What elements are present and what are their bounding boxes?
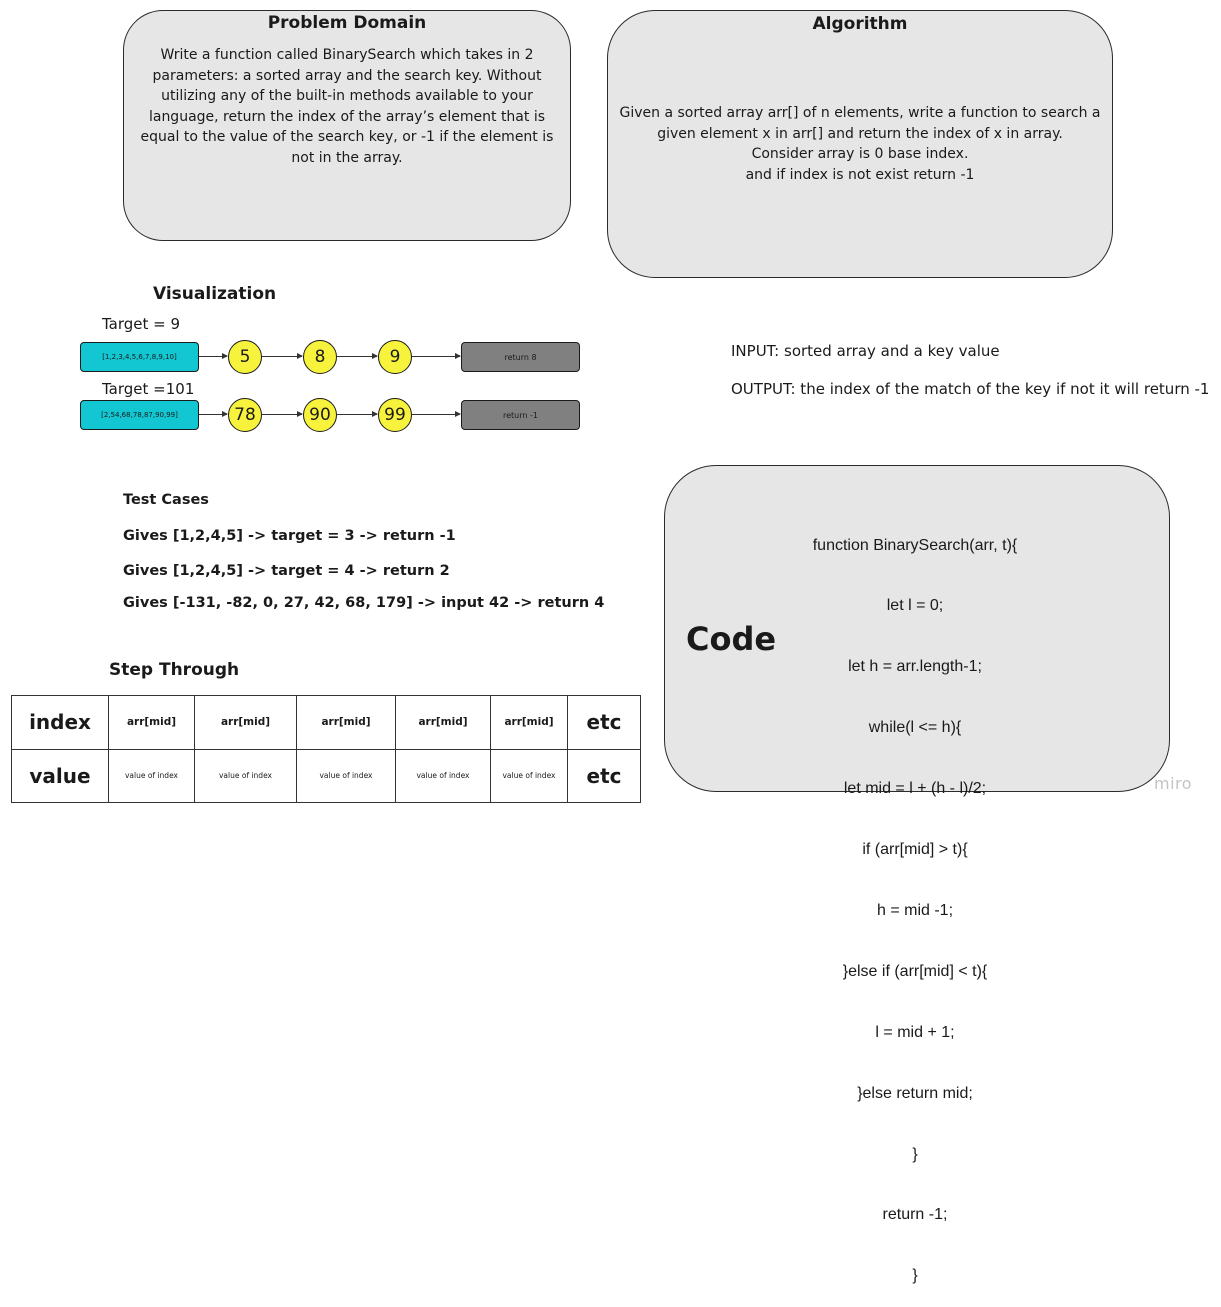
table-cell: index	[11, 695, 109, 750]
code-line: }	[912, 1145, 918, 1163]
flow-arrow	[262, 411, 303, 417]
input-description: INPUT: sorted array and a key value	[731, 342, 1000, 360]
result-box: return 8	[461, 342, 580, 372]
flow-arrow	[199, 353, 228, 359]
problem-domain-line: equal to the value of the search key, or…	[140, 129, 554, 145]
problem-domain-card: Problem Domain Write a function called B…	[123, 10, 571, 241]
output-description: OUTPUT: the index of the match of the ke…	[731, 380, 1210, 398]
flow-arrow	[412, 411, 461, 417]
algorithm-card: Algorithm Given a sorted array arr[] of …	[607, 10, 1113, 278]
mid-node: 78	[228, 398, 262, 432]
step-through-table: index arr[mid] arr[mid] arr[mid] arr[mid…	[11, 695, 641, 803]
mid-node: 99	[378, 398, 412, 432]
code-card	[664, 465, 1170, 792]
flow-arrow	[262, 353, 303, 359]
code-line: }else if (arr[mid] < t){	[842, 962, 988, 980]
flow-arrow	[337, 353, 378, 359]
code-line: if (arr[mid] > t){	[862, 841, 968, 859]
problem-domain-line: Write a function called BinarySearch whi…	[160, 47, 534, 63]
code-line: l = mid + 1;	[875, 1023, 955, 1041]
code-line: let l = 0;	[886, 597, 944, 615]
table-cell: value of index	[296, 748, 396, 803]
test-case-item: Gives [1,2,4,5] -> target = 4 -> return …	[123, 563, 450, 579]
table-cell: arr[mid]	[108, 695, 195, 750]
mid-node: 5	[228, 340, 262, 374]
problem-domain-line: utilizing any of the built-in methods av…	[161, 88, 533, 104]
test-case-item: Gives [-131, -82, 0, 27, 42, 68, 179] ->…	[123, 595, 605, 611]
problem-domain-line: parameters: a sorted array and the searc…	[152, 67, 542, 84]
table-cell: arr[mid]	[490, 695, 568, 750]
algorithm-line: given element x in arr[] and return the …	[657, 125, 1063, 142]
code-line: let mid = l + (h - l)/2;	[843, 780, 987, 798]
code-line: let h = arr.length-1;	[848, 658, 982, 676]
table-cell: arr[mid]	[194, 695, 297, 750]
algorithm-line: and if index is not exist return -1	[745, 166, 975, 183]
algorithm-line: Given a sorted array arr[] of n elements…	[619, 105, 1101, 121]
test-case-item: Gives [1,2,4,5] -> target = 3 -> return …	[123, 528, 456, 544]
array-box: [2,54,68,78,87,90,99]	[80, 400, 199, 430]
table-cell: arr[mid]	[296, 695, 396, 750]
code-line: }	[912, 1267, 918, 1285]
problem-domain-line: not in the array.	[291, 149, 403, 166]
step-through-title: Step Through	[109, 660, 240, 680]
flow-arrow	[337, 411, 378, 417]
flow-arrow	[199, 411, 228, 417]
mid-node: 8	[303, 340, 337, 374]
algorithm-line: Consider array is 0 base index.	[751, 146, 969, 162]
code-line: return -1;	[882, 1206, 948, 1224]
test-cases-title: Test Cases	[123, 492, 209, 508]
algorithm-title: Algorithm	[812, 14, 908, 34]
miro-watermark: miro	[1154, 774, 1193, 793]
result-box: return -1	[461, 400, 580, 430]
mid-node: 9	[378, 340, 412, 374]
visualization-title: Visualization	[153, 284, 277, 304]
table-cell: arr[mid]	[395, 695, 491, 750]
table-cell: value	[11, 748, 109, 803]
target-label: Target =101	[102, 380, 195, 398]
target-label: Target = 9	[102, 315, 181, 333]
code-line: while(l <= h){	[868, 719, 962, 737]
flow-arrow	[412, 353, 461, 359]
mid-node: 90	[303, 398, 337, 432]
table-cell: value of index	[395, 748, 491, 803]
problem-domain-line: language, return the index of the array’…	[148, 108, 546, 125]
code-label: Code	[686, 620, 777, 658]
code-line: }else return mid;	[857, 1084, 973, 1102]
table-cell: value of index	[194, 748, 297, 803]
code-line: h = mid -1;	[876, 901, 954, 919]
code-line: function BinarySearch(arr, t){	[812, 536, 1018, 554]
table-row: value value of index value of index valu…	[11, 748, 641, 803]
table-cell: etc	[567, 695, 641, 750]
table-row: index arr[mid] arr[mid] arr[mid] arr[mid…	[11, 695, 641, 750]
table-cell: etc	[567, 748, 641, 803]
algorithm-text: Given a sorted array arr[] of n elements…	[608, 103, 1112, 185]
code-block: function BinarySearch(arr, t){ let l = 0…	[780, 495, 1050, 1307]
problem-domain-text: Write a function called BinarySearch whi…	[124, 45, 570, 168]
table-cell: value of index	[108, 748, 195, 803]
table-cell: value of index	[490, 748, 568, 803]
array-box: [1,2,3,4,5,6,7,8,9,10]	[80, 342, 199, 372]
problem-domain-title: Problem Domain	[267, 13, 427, 33]
